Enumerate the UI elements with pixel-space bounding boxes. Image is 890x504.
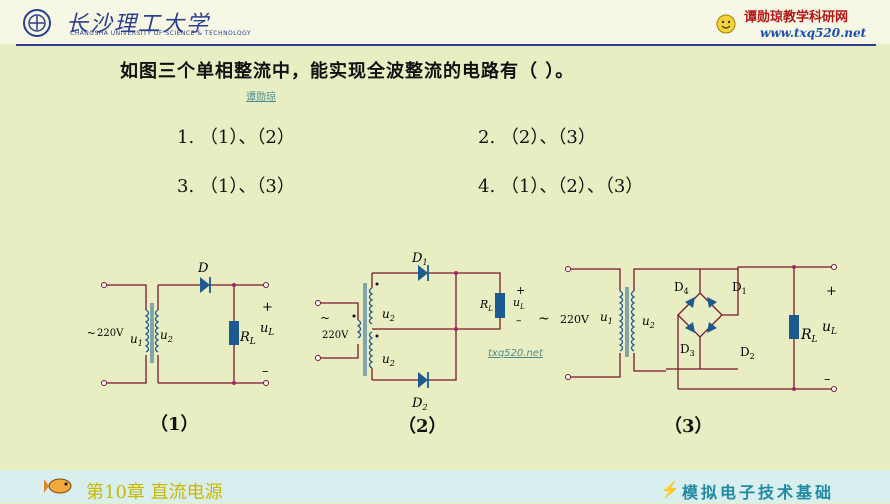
circuit-1-diagram: ~ 220V u1 u2 D RL uL + –	[88, 261, 274, 386]
c2-minus: –	[516, 314, 522, 327]
c3-u2-label: u	[642, 314, 650, 328]
c3-d1-label: D	[732, 280, 742, 294]
option-number: 2.	[478, 127, 496, 148]
c1-minus: –	[262, 364, 269, 379]
svg-text:u2: u2	[382, 307, 395, 323]
c1-source-label: 220V	[97, 328, 124, 339]
circuit-3-diagram: ~ 220V u1 u2 D4 D1 D3 D2 RL uL + –	[538, 264, 837, 392]
svg-text:u1: u1	[600, 310, 613, 326]
question-text: 如图三个单相整流中，能实现全波整流的电路有（ ）。	[120, 61, 575, 82]
c1-rl-label: R	[239, 330, 250, 345]
option-3[interactable]: 3. （1）、（3）	[177, 172, 295, 198]
c1-ul-label: u	[260, 321, 268, 336]
course-title: 模拟电子技术基础	[682, 483, 835, 502]
c1-u2-label: u	[160, 328, 168, 342]
university-logo-icon	[23, 9, 51, 37]
option-text: （1）、（3）	[199, 176, 295, 197]
svg-text:uL: uL	[260, 321, 274, 338]
c3-rl-label: R	[800, 327, 812, 343]
svg-text:uL: uL	[822, 319, 837, 337]
c2-d2-label: D	[411, 396, 423, 411]
c3-source-label: 220V	[560, 313, 590, 326]
circuit-2-label: （2）	[398, 416, 447, 437]
header-divider	[16, 44, 876, 46]
circuit-3-label: （3）	[664, 416, 713, 437]
circuit-1-label: （1）	[150, 414, 199, 435]
svg-text:u2: u2	[642, 314, 655, 330]
university-name: 长沙理工大学	[66, 12, 211, 37]
svg-text:RL: RL	[479, 298, 493, 313]
university-name-en: CHANGSHA UNIVERSITY OF SCIENCE & TECHNOL…	[70, 30, 252, 37]
c1-diode-label: D	[197, 261, 209, 276]
svg-text:~: ~	[538, 311, 550, 327]
footer-bar	[0, 470, 890, 503]
c3-d2-label: D	[740, 345, 750, 359]
option-1[interactable]: 1. （1）、（2）	[177, 123, 295, 149]
svg-text:RL: RL	[800, 327, 818, 345]
option-number: 3.	[177, 176, 195, 197]
c2-rl-label: R	[479, 298, 488, 311]
c2-ul-label: u	[513, 296, 520, 309]
option-number: 1.	[177, 127, 195, 148]
circuit-2-diagram: ~ 220V u2 u2 D1 D2 RL uL + –	[315, 251, 525, 412]
header-bar	[0, 0, 890, 44]
option-2[interactable]: 2. （2）、（3）	[478, 123, 596, 149]
svg-text:D3: D3	[680, 342, 695, 358]
c3-u1-label: u	[600, 310, 608, 324]
c2-d1-label: D	[411, 251, 423, 266]
svg-text:D2: D2	[411, 396, 428, 412]
option-number: 4.	[478, 176, 496, 197]
svg-text:~: ~	[88, 326, 96, 340]
c1-u1-label: u	[130, 332, 138, 346]
svg-text:D1: D1	[411, 251, 428, 267]
c3-d3-label: D	[680, 342, 690, 356]
c2-source-label: 220V	[322, 330, 349, 341]
c2-plus: +	[516, 284, 525, 297]
lightning-icon: ⚡	[660, 480, 680, 499]
svg-text:u1: u1	[130, 332, 143, 348]
brand-url[interactable]: www.txq520.net	[760, 26, 867, 40]
c2-u2-top-label: u	[382, 307, 390, 321]
smiley-icon	[716, 14, 736, 34]
option-text: （2）、（3）	[500, 127, 596, 148]
c3-minus: –	[824, 372, 831, 387]
brand-name: 谭勋琼教学科研网	[744, 10, 849, 25]
chapter-title: 第10章 直流电源	[86, 482, 223, 503]
c3-plus: +	[826, 284, 837, 299]
svg-text:D2: D2	[740, 345, 755, 361]
c2-u2-bottom-label: u	[382, 352, 390, 366]
option-4[interactable]: 4. （1）、（2）、（3）	[478, 172, 643, 198]
fish-icon	[44, 478, 72, 494]
c1-plus: +	[262, 300, 273, 315]
svg-text:D1: D1	[732, 280, 747, 296]
c3-ul-label: u	[822, 319, 831, 335]
option-text: （1）、（2）	[199, 127, 295, 148]
svg-text:u2: u2	[382, 352, 395, 368]
svg-text:uL: uL	[513, 296, 525, 311]
svg-text:D4: D4	[674, 280, 689, 296]
svg-text:~: ~	[320, 311, 330, 325]
option-text: （1）、（2）、（3）	[500, 176, 644, 197]
svg-text:u2: u2	[160, 328, 173, 344]
watermark-link: txq520.net	[488, 348, 543, 359]
c3-d4-label: D	[674, 280, 684, 294]
svg-text:RL: RL	[239, 330, 256, 347]
watermark-link: 谭勋琼	[246, 92, 276, 103]
